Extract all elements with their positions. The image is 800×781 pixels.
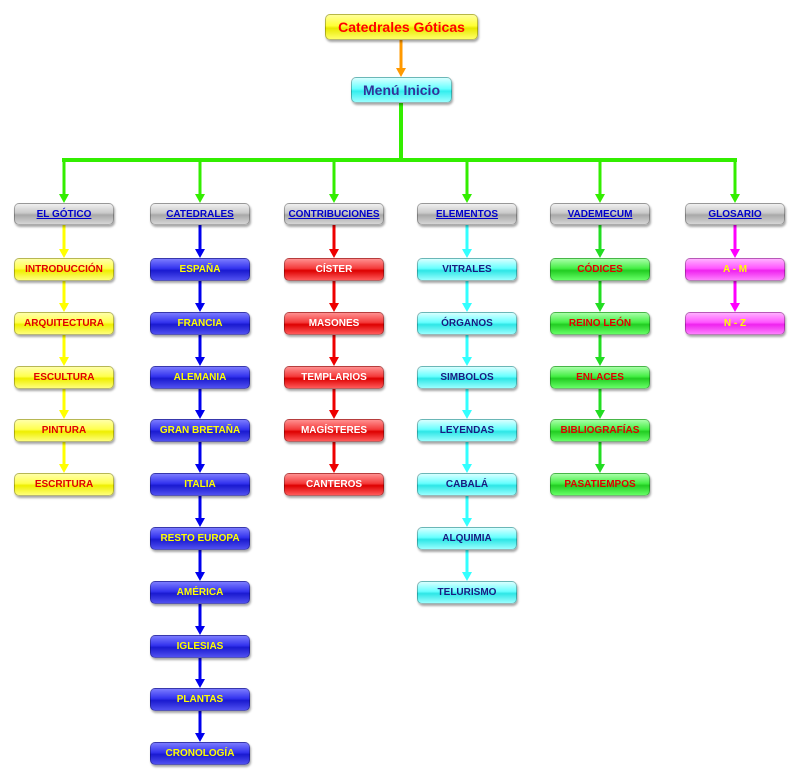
root-to-menu-arrow-head xyxy=(396,68,406,77)
column-1-arrow-2-head xyxy=(195,357,205,366)
section-header-contribuciones[interactable]: CONTRIBUCIONES xyxy=(284,203,384,225)
section-header-glosario[interactable]: GLOSARIO xyxy=(685,203,785,225)
menu-item-simbolos[interactable]: SIMBOLOS xyxy=(417,366,517,389)
bus-to-header-4-arrow-head xyxy=(595,194,605,203)
column-1-arrow-8-head xyxy=(195,679,205,688)
column-3-arrow-1-head xyxy=(462,303,472,312)
menu-item-resto-europa[interactable]: RESTO EUROPA xyxy=(150,527,250,550)
menu-item-gran-bretana[interactable]: GRAN BRETAÑA xyxy=(150,419,250,442)
column-2-arrow-2-head xyxy=(329,357,339,366)
column-3-arrow-3-head xyxy=(462,410,472,419)
column-1-arrow-9-head xyxy=(195,733,205,742)
column-5-arrow-1-head xyxy=(730,303,740,312)
menu-item-leyendas[interactable]: LEYENDAS xyxy=(417,419,517,442)
column-4-arrow-3-head xyxy=(595,410,605,419)
menu-item-masones[interactable]: MASONES xyxy=(284,312,384,335)
menu-item-alquimia[interactable]: ALQUIMIA xyxy=(417,527,517,550)
section-header-catedrales[interactable]: CATEDRALES xyxy=(150,203,250,225)
column-3-arrow-0-head xyxy=(462,249,472,258)
column-4-arrow-0-head xyxy=(595,249,605,258)
menu-item-cronologia[interactable]: CRONOLOGÍA xyxy=(150,742,250,765)
menu-inicio-node[interactable]: Menú Inicio xyxy=(351,77,452,103)
menu-item-espana[interactable]: ESPAÑA xyxy=(150,258,250,281)
menu-item-telurismo[interactable]: TELURISMO xyxy=(417,581,517,604)
column-3-arrow-5-head xyxy=(462,518,472,527)
column-3-arrow-4-head xyxy=(462,464,472,473)
bus-to-header-2-arrow-head xyxy=(329,194,339,203)
column-1-arrow-3-head xyxy=(195,410,205,419)
menu-item-magisteres[interactable]: MAGÍSTERES xyxy=(284,419,384,442)
menu-item-n-z[interactable]: N - Z xyxy=(685,312,785,335)
bus-to-header-1-arrow-head xyxy=(195,194,205,203)
column-1-arrow-1-head xyxy=(195,303,205,312)
menu-item-canteros[interactable]: CANTEROS xyxy=(284,473,384,496)
column-2-arrow-1-head xyxy=(329,303,339,312)
menu-item-cister[interactable]: CÍSTER xyxy=(284,258,384,281)
menu-item-america[interactable]: AMÉRICA xyxy=(150,581,250,604)
menu-item-introduccion[interactable]: INTRODUCCIÓN xyxy=(14,258,114,281)
menu-item-enlaces[interactable]: ENLACES xyxy=(550,366,650,389)
section-header-vademecum[interactable]: VADEMECUM xyxy=(550,203,650,225)
menu-item-organos[interactable]: ÓRGANOS xyxy=(417,312,517,335)
column-2-arrow-3-head xyxy=(329,410,339,419)
menu-item-reino-leon[interactable]: REINO LEÓN xyxy=(550,312,650,335)
section-header-el-g-tico[interactable]: EL GÓTICO xyxy=(14,203,114,225)
menu-item-plantas[interactable]: PLANTAS xyxy=(150,688,250,711)
column-3-arrow-2-head xyxy=(462,357,472,366)
column-0-arrow-2-head xyxy=(59,357,69,366)
menu-item-italia[interactable]: ITALIA xyxy=(150,473,250,496)
menu-item-pasatiempos[interactable]: PASATIEMPOS xyxy=(550,473,650,496)
column-1-arrow-5-head xyxy=(195,518,205,527)
menu-item-a-m[interactable]: A - M xyxy=(685,258,785,281)
column-4-arrow-1-head xyxy=(595,303,605,312)
menu-item-cabala[interactable]: CABALÁ xyxy=(417,473,517,496)
menu-item-iglesias[interactable]: IGLESIAS xyxy=(150,635,250,658)
column-2-arrow-4-head xyxy=(329,464,339,473)
menu-item-bibliografias[interactable]: BIBLIOGRAFÍAS xyxy=(550,419,650,442)
bus-to-header-0-arrow-head xyxy=(59,194,69,203)
menu-item-escritura[interactable]: ESCRITURA xyxy=(14,473,114,496)
menu-item-vitrales[interactable]: VITRALES xyxy=(417,258,517,281)
menu-item-arquitectura[interactable]: ARQUITECTURA xyxy=(14,312,114,335)
column-1-arrow-6-head xyxy=(195,572,205,581)
menu-item-codices[interactable]: CÓDICES xyxy=(550,258,650,281)
column-1-arrow-4-head xyxy=(195,464,205,473)
column-1-arrow-7-head xyxy=(195,626,205,635)
bus-to-header-5-arrow-head xyxy=(730,194,740,203)
section-header-elementos[interactable]: ELEMENTOS xyxy=(417,203,517,225)
column-1-arrow-0-head xyxy=(195,249,205,258)
bus-to-header-3-arrow-head xyxy=(462,194,472,203)
menu-item-pintura[interactable]: PINTURA xyxy=(14,419,114,442)
column-0-arrow-4-head xyxy=(59,464,69,473)
column-4-arrow-4-head xyxy=(595,464,605,473)
menu-item-alemania[interactable]: ALEMANIA xyxy=(150,366,250,389)
column-2-arrow-0-head xyxy=(329,249,339,258)
column-0-arrow-1-head xyxy=(59,303,69,312)
root-node-catedrales-goticas[interactable]: Catedrales Góticas xyxy=(325,14,478,40)
menu-item-escultura[interactable]: ESCULTURA xyxy=(14,366,114,389)
menu-item-francia[interactable]: FRANCIA xyxy=(150,312,250,335)
column-5-arrow-0-head xyxy=(730,249,740,258)
column-0-arrow-3-head xyxy=(59,410,69,419)
menu-item-templarios[interactable]: TEMPLARIOS xyxy=(284,366,384,389)
column-4-arrow-2-head xyxy=(595,357,605,366)
column-0-arrow-0-head xyxy=(59,249,69,258)
column-3-arrow-6-head xyxy=(462,572,472,581)
